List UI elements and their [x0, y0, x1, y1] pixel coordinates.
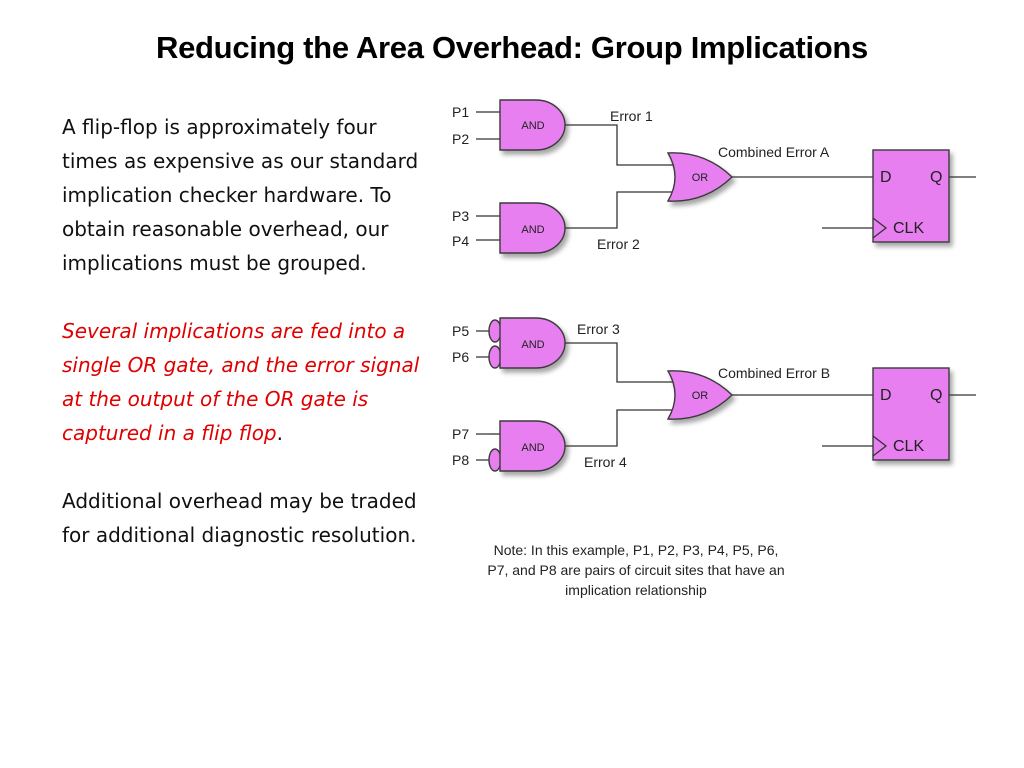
input-wires-a	[476, 111, 500, 241]
circuit-a: P1 P2 P3 P4 AND AND Error 1 Error 2 OR C…	[452, 99, 976, 254]
combined-error-b-label: Combined Error B	[718, 365, 830, 381]
error-1-label: Error 1	[610, 108, 653, 124]
error-2-wire	[565, 191, 678, 229]
error-4-wire	[565, 409, 678, 447]
and-gate-1-label: AND	[521, 120, 544, 132]
flip-flop-b	[872, 367, 950, 461]
and-gate-3-label: AND	[521, 339, 544, 351]
input-label-p4: P4	[452, 233, 469, 249]
error-2-label: Error 2	[597, 236, 640, 252]
ff-a-d-label: D	[880, 169, 892, 186]
ff-a-q-label: Q	[930, 169, 942, 186]
or-gate-b-label: OR	[692, 390, 709, 402]
ff-a-clk-label: CLK	[893, 220, 924, 237]
and-gate-3	[499, 317, 566, 369]
and-gate-4	[499, 420, 566, 472]
note-line-1: Note: In this example, P1, P2, P3, P4, P…	[494, 542, 779, 558]
circuit-b: P5 P6 P7 P8 AND AND Error 3 Error 4 OR C…	[452, 317, 976, 472]
or-gate-b	[666, 370, 734, 420]
input-label-p8: P8	[452, 452, 469, 468]
or-gate-a	[666, 152, 734, 202]
input-label-p6: P6	[452, 349, 469, 365]
and-gate-1	[499, 99, 566, 151]
input-label-p7: P7	[452, 426, 469, 442]
paragraph-resolution: Additional overhead may be traded for ad…	[62, 489, 417, 547]
and-gate-2	[499, 202, 566, 254]
input-wires-b	[476, 330, 490, 461]
error-1-wire	[565, 124, 678, 166]
emphasis-text: Several implications are fed into a sing…	[62, 319, 420, 445]
invert-bubble-p8	[488, 448, 502, 472]
error-4-label: Error 4	[584, 454, 627, 470]
input-label-p2: P2	[452, 131, 469, 147]
note-line-2: P7, and P8 are pairs of circuit sites th…	[487, 562, 784, 578]
or-gate-a-label: OR	[692, 172, 709, 184]
paragraph-cost: A flip-flop is approximately four times …	[62, 115, 419, 275]
note-line-3: implication relationship	[565, 582, 707, 598]
invert-bubble-p6	[488, 345, 502, 369]
input-label-p3: P3	[452, 208, 469, 224]
ff-b-clock-triangle	[872, 435, 888, 457]
body-text: A flip-flop is approximately four times …	[62, 110, 432, 586]
input-label-p1: P1	[452, 104, 469, 120]
error-3-wire	[565, 342, 678, 383]
error-3-label: Error 3	[577, 321, 620, 337]
ff-a-clock-triangle	[872, 217, 888, 239]
and-gate-2-label: AND	[521, 224, 544, 236]
diagram-note: Note: In this example, P1, P2, P3, P4, P…	[487, 542, 784, 598]
paragraph-or-gate: Several implications are fed into a sing…	[62, 314, 432, 450]
slide-title: Reducing the Area Overhead: Group Implic…	[156, 30, 868, 65]
ff-b-q-label: Q	[930, 387, 942, 404]
invert-bubble-p5	[488, 319, 502, 343]
flip-flop-a	[872, 149, 950, 243]
ff-b-d-label: D	[880, 387, 892, 404]
and-gate-4-label: AND	[521, 442, 544, 454]
input-label-p5: P5	[452, 323, 469, 339]
ff-b-clk-label: CLK	[893, 438, 924, 455]
combined-error-a-label: Combined Error A	[718, 144, 830, 160]
emphasis-tail: .	[276, 421, 283, 445]
